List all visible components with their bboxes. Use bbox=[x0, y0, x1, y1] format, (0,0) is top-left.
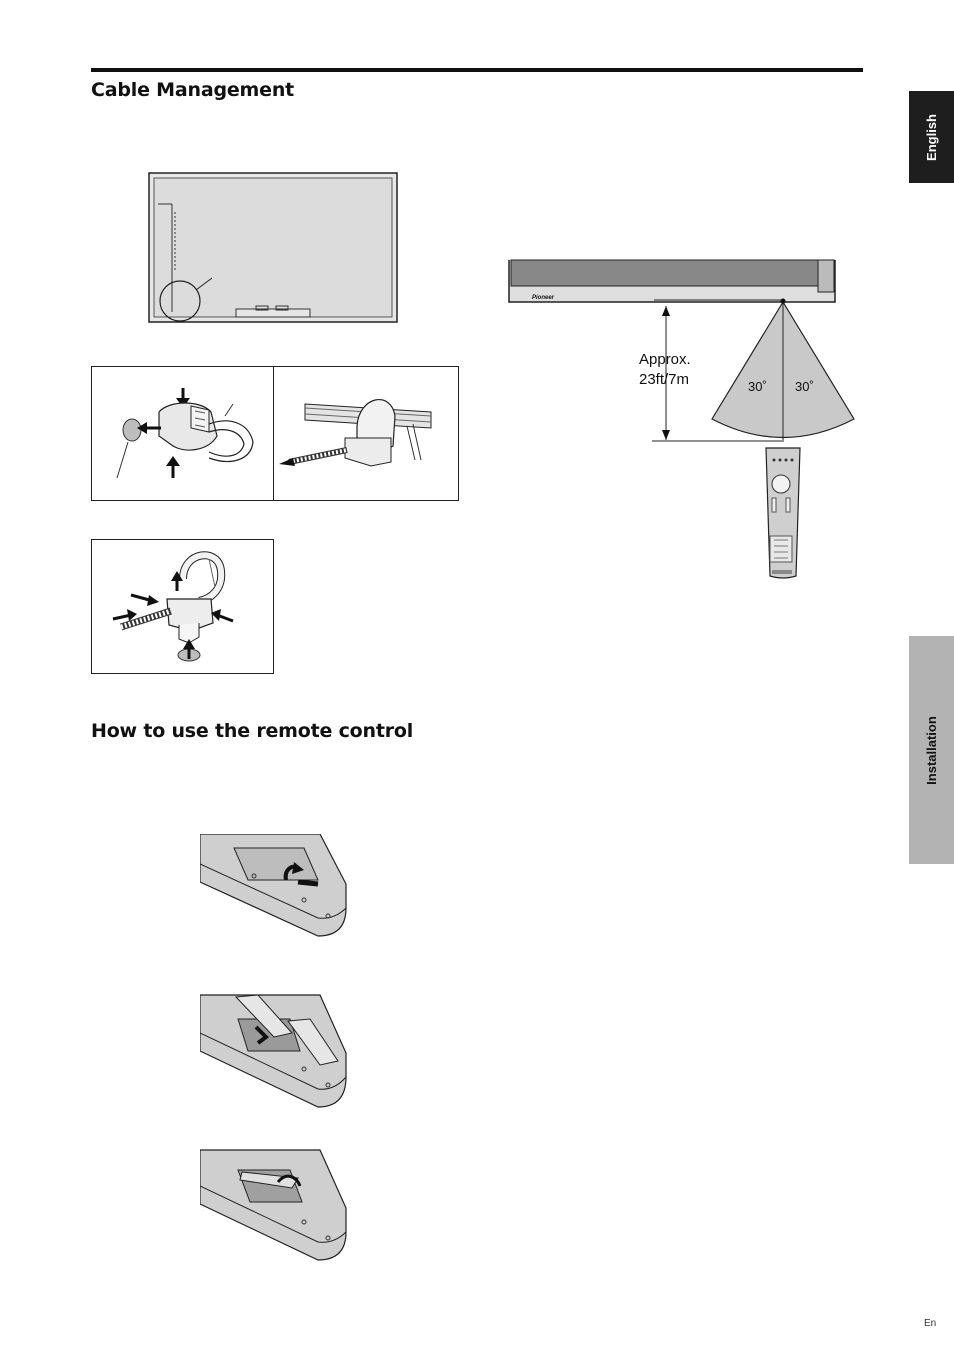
display-rear-figure bbox=[148, 172, 398, 323]
battery-cover-open-figure bbox=[200, 834, 347, 937]
battery-insert-figure bbox=[200, 994, 347, 1108]
top-rule bbox=[91, 68, 863, 72]
cable-clamp-figure bbox=[91, 366, 459, 501]
section-title-cable-management: Cable Management bbox=[91, 79, 295, 101]
page-number: En bbox=[924, 1318, 937, 1329]
angle-right-label: 30˚ bbox=[795, 379, 814, 394]
range-distance-label: Approx. 23ft/7m bbox=[639, 351, 691, 388]
chapter-tab-installation[interactable]: Installation bbox=[909, 636, 954, 864]
battery-cover-close-figure bbox=[200, 1149, 347, 1261]
clamp-release-figure bbox=[91, 539, 274, 674]
brand-logo: Pioneer bbox=[532, 295, 555, 301]
section-title-remote-control: How to use the remote control bbox=[91, 720, 414, 742]
angle-left-label: 30˚ bbox=[748, 379, 767, 394]
remote-range-figure: Pioneer bbox=[508, 259, 855, 579]
language-tab[interactable]: English bbox=[909, 91, 954, 183]
